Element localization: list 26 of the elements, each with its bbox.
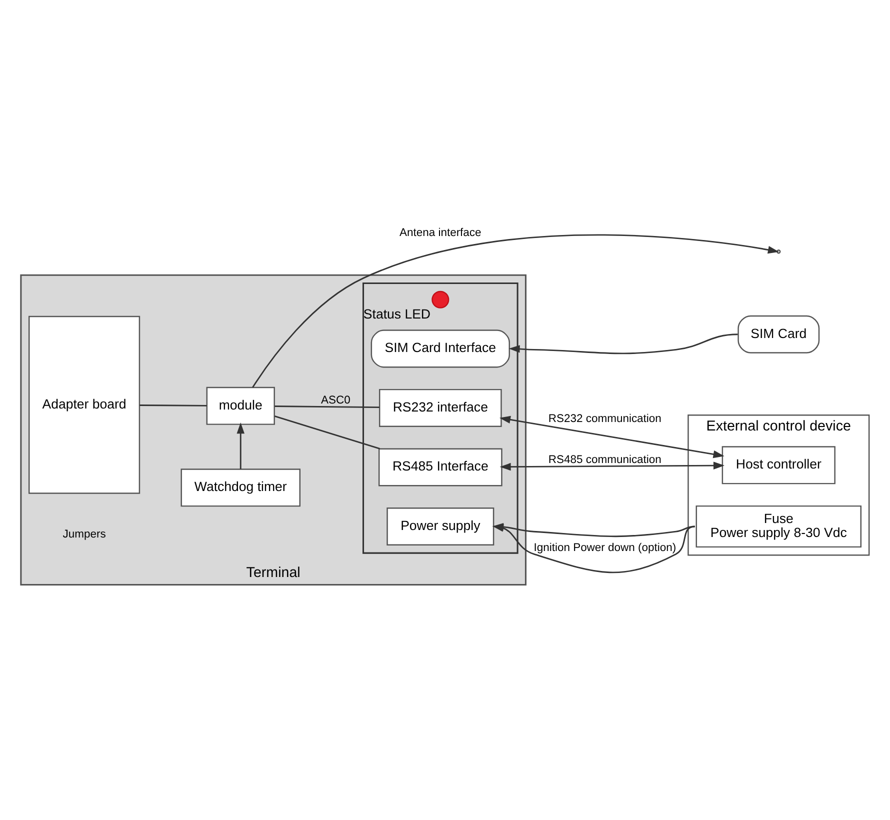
arrow [500,462,724,471]
edge-label: RS232 communication [548,413,662,426]
connector [140,404,207,406]
node-box: Power supply [386,507,494,546]
arrow [508,334,738,354]
node-box: SIM Card Interface [370,330,510,368]
node-box: RS485 Interface [378,448,502,486]
arrow [499,416,724,458]
node-box: Watchdog timer [180,468,300,507]
node-box: Host controller [722,446,836,484]
edge-label: Ignition Power down (option) [534,542,676,554]
node-box: SIM Card [738,315,820,354]
node-box: module [206,386,275,425]
arrow [236,422,244,470]
node-box: Fuse Power supply 8-30 Vdc [696,505,862,548]
edge-label: ASC0 [320,394,350,407]
arrow [252,234,780,388]
node-box: RS232 interface [378,388,502,427]
node-circle [432,290,450,308]
edge-label: Antena interface [399,227,482,240]
connector [274,406,380,408]
node-box: Adapter board [28,316,140,494]
edge-label: RS485 communication [548,454,662,466]
node-label: Status LED [363,306,431,322]
connector [274,415,380,450]
label: Jumpers [62,528,106,541]
